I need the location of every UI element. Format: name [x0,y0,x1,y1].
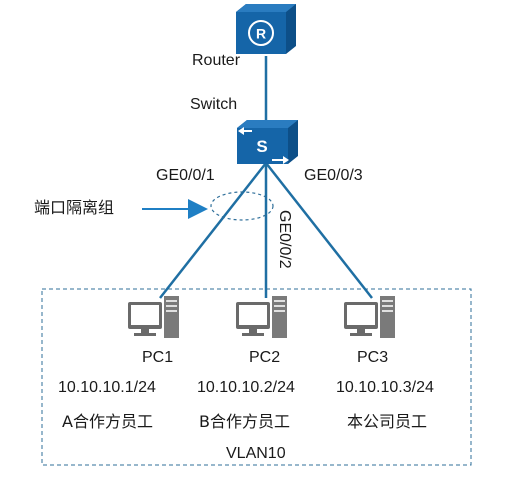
switch-icon[interactable]: S [237,120,298,164]
pc3-role: 本公司员工 [347,412,428,431]
isolation-group-label: 端口隔离组 [34,198,115,217]
link-ge0-0-1 [159,162,267,299]
vlan-label: VLAN10 [226,445,286,462]
port-ge0-0-1-label: GE0/0/1 [156,167,215,184]
pc1-name: PC1 [142,349,174,366]
pc2-name: PC2 [249,349,281,366]
pc-icon[interactable] [344,296,395,338]
router-icon[interactable]: R [236,4,296,54]
port-ge0-0-2-label: GE0/0/2 [276,210,293,269]
svg-text:R: R [256,26,266,42]
port-ge0-0-3-label: GE0/0/3 [304,167,363,184]
vlan-boundary [41,288,472,466]
pc2-role: B合作方员工 [199,412,290,431]
pc-icon[interactable] [128,296,179,338]
switch-label: Switch [190,96,238,113]
pc-icon[interactable] [236,296,287,338]
pc3-name: PC3 [357,349,389,366]
pc1-role: A合作方员工 [62,412,153,431]
pc2-ip: 10.10.10.2/24 [197,379,295,396]
isolation-group-ring [210,191,274,221]
link-ge0-0-3 [265,162,373,299]
svg-text:S: S [256,137,267,156]
pc1-ip: 10.10.10.1/24 [58,379,156,396]
router-label: Router [192,52,241,69]
pc3-ip: 10.10.10.3/24 [336,379,434,396]
